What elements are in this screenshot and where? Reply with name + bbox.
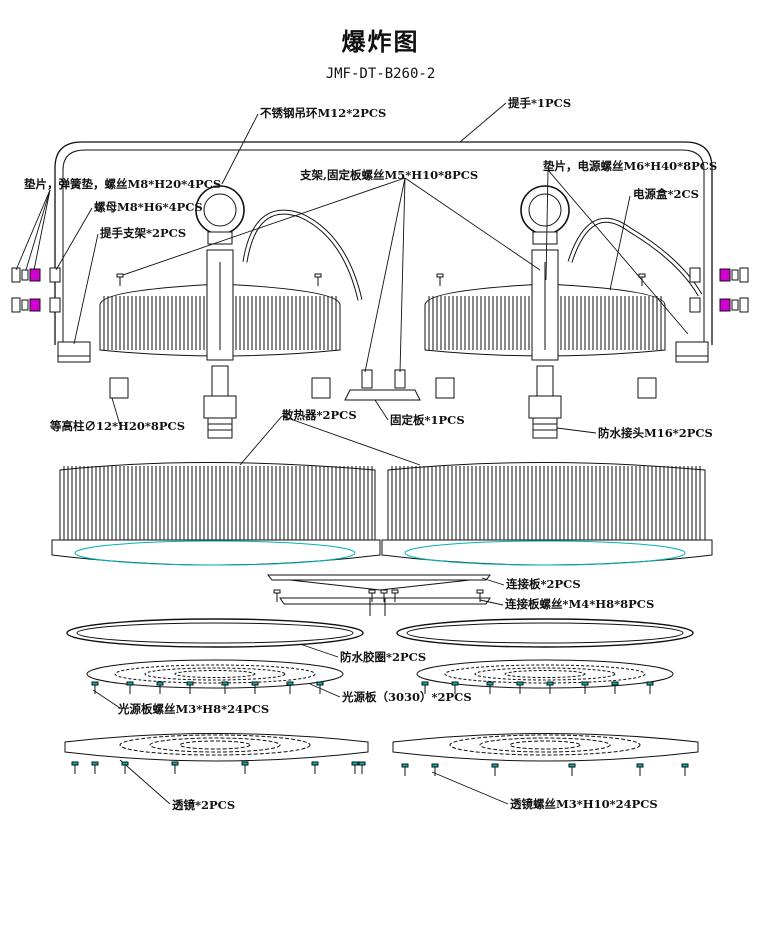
handle: [54, 141, 713, 345]
connecting-plate-screw: [380, 589, 388, 602]
light-board-screw: [421, 681, 429, 694]
label-power-box: 电源盒*2CS: [633, 187, 699, 201]
bracket-screw: [314, 273, 322, 286]
label-lens: 透镜*2PCS: [172, 798, 236, 812]
label-washer-right: 垫片，电源螺丝M6*H40*8PCS: [543, 159, 718, 173]
lens-screw: [71, 761, 79, 774]
side-bolts-left: [11, 267, 61, 313]
lens-right: [392, 733, 699, 762]
light-board-screw: [646, 681, 654, 694]
connecting-plate-screw: [368, 589, 376, 602]
side-bolts-right: [689, 267, 749, 313]
label-bracket-screws: 支架,固定板螺丝M5*H10*8PCS: [300, 168, 479, 182]
light-board-screw: [126, 681, 134, 694]
light-board-screw: [581, 681, 589, 694]
connecting-plate-lower: [279, 597, 491, 616]
power-box-left: [99, 249, 341, 361]
lens-screw: [241, 761, 249, 774]
label-handle-bracket: 提手支架*2PCS: [100, 226, 187, 240]
fixing-plate: [344, 369, 421, 401]
lens-left: [64, 733, 369, 762]
lens-screw: [351, 761, 359, 774]
lens-screw: [358, 761, 366, 774]
diagram-title: 爆炸图: [341, 27, 420, 56]
label-nut: 螺母M8*H6*4PCS: [94, 200, 203, 214]
light-board-screw: [546, 681, 554, 694]
lens-screw: [311, 761, 319, 774]
light-board-screw: [186, 681, 194, 694]
connecting-plate-screw: [391, 589, 399, 602]
heatsink-right: [381, 462, 713, 566]
light-board-screw: [286, 681, 294, 694]
waterproof-connector-left: [203, 365, 237, 439]
label-light-board-screws: 光源板螺丝M3*H8*24PCS: [118, 702, 270, 716]
lens-screw: [681, 763, 689, 776]
light-board-screw: [486, 681, 494, 694]
gasket-right: [396, 618, 694, 648]
handle-bracket-right: [675, 341, 709, 363]
label-handle: 提手*1PCS: [508, 96, 572, 110]
lens-screw: [491, 763, 499, 776]
gasket-left: [66, 618, 364, 648]
lens-screw: [91, 761, 99, 774]
light-board-right: [416, 659, 674, 689]
label-gasket: 防水胶圈*2PCS: [340, 650, 427, 664]
handle-bracket-left: [57, 341, 91, 363]
eye-ring-left: [195, 185, 245, 245]
label-waterproof-connector: 防水接头M16*2PCS: [598, 426, 713, 440]
waterproof-connector-right: [528, 365, 562, 439]
light-board-screw: [221, 681, 229, 694]
bracket-screw: [638, 273, 646, 286]
label-heatsink: 散热器*2PCS: [282, 408, 357, 422]
light-board-screw: [91, 681, 99, 694]
lens-screw: [121, 761, 129, 774]
lens-screw: [431, 763, 439, 776]
lens-screw: [636, 763, 644, 776]
label-connecting-screws: 连接板螺丝*M4*H8*8PCS: [505, 597, 655, 611]
leader-lines: [15, 102, 689, 805]
label-fixing-plate: 固定板*1PCS: [390, 413, 465, 427]
lens-screw: [401, 763, 409, 776]
connecting-plate-screw: [273, 589, 281, 602]
label-light-board: 光源板（3030）*2PCS: [342, 690, 472, 704]
power-box-right: [424, 249, 666, 361]
light-board-left: [86, 659, 344, 689]
connecting-plate-screw: [476, 589, 484, 602]
heatsink-left: [51, 462, 381, 566]
light-board-screw: [611, 681, 619, 694]
connecting-plate-upper: [266, 574, 492, 591]
label-standoff: 等高柱∅12*H20*8PCS: [50, 419, 186, 433]
label-lens-screws: 透镜螺丝M3*H10*24PCS: [510, 797, 658, 811]
lens-screw: [171, 761, 179, 774]
light-board-screw: [156, 681, 164, 694]
light-board-screw: [316, 681, 324, 694]
bracket-screw: [116, 273, 124, 286]
eye-ring-right: [520, 185, 570, 245]
light-board-screw: [451, 681, 459, 694]
lens-screw: [568, 763, 576, 776]
label-connecting-plate: 连接板*2PCS: [506, 577, 581, 591]
bracket-screw: [436, 273, 444, 286]
standoffs: [109, 377, 657, 399]
light-board-screw: [516, 681, 524, 694]
model-number: JMF-DT-B260-2: [325, 66, 436, 82]
label-ring: 不锈钢吊环M12*2PCS: [260, 106, 387, 120]
light-board-screw: [251, 681, 259, 694]
label-washer-left: 垫片，弹簧垫，螺丝M8*H20*4PCS: [24, 177, 222, 191]
